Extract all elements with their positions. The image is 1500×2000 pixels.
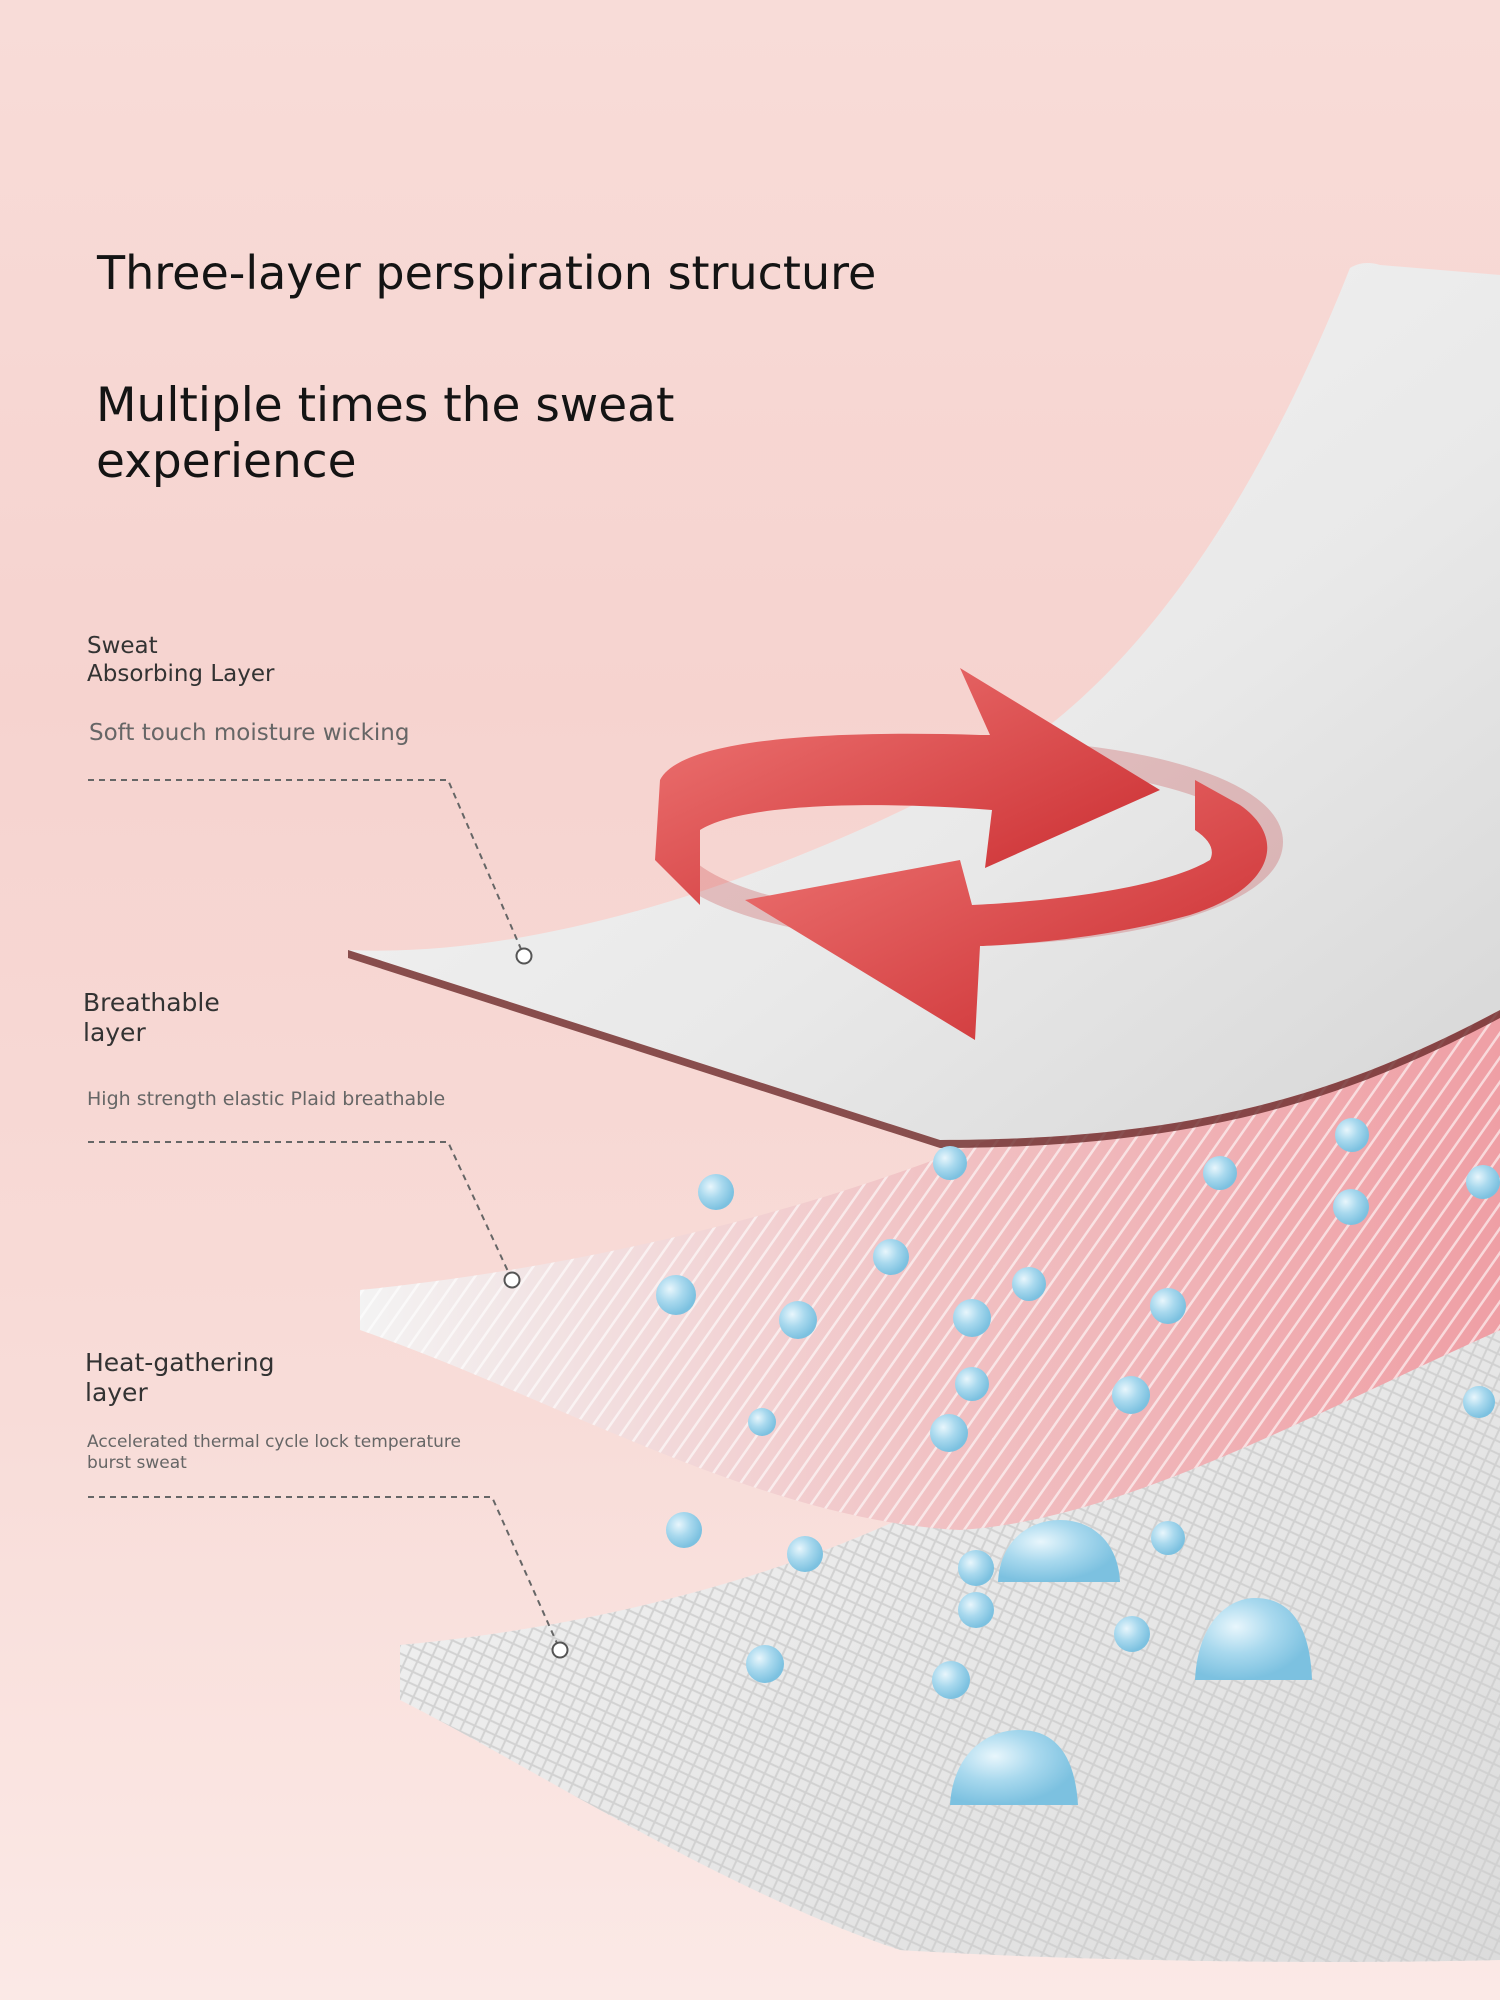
page-title: Three-layer perspiration structure [97, 246, 877, 300]
water-droplet-icon [998, 1520, 1120, 1582]
water-droplet-icon [933, 1146, 967, 1180]
water-droplet-icon [666, 1512, 702, 1548]
water-droplet-icon [930, 1414, 968, 1452]
water-droplet-icon [1012, 1267, 1046, 1301]
water-droplet-icon [1150, 1288, 1186, 1324]
water-droplet-icon [1335, 1118, 1369, 1152]
marker-dot [503, 1271, 521, 1289]
water-droplet-icon [1463, 1386, 1495, 1418]
leader-line-breathable [88, 1141, 513, 1281]
water-droplet-icon [958, 1550, 994, 1586]
layer-desc-heat-gathering: Accelerated thermal cycle lock temperatu… [87, 1432, 461, 1473]
water-droplet-icon [953, 1299, 991, 1337]
water-droplet-icon [656, 1275, 696, 1315]
marker-dot [515, 947, 533, 965]
water-droplet-icon [746, 1645, 784, 1683]
leader-lines [88, 779, 561, 1651]
water-droplet-icon [748, 1408, 776, 1436]
water-droplet-icon [1112, 1376, 1150, 1414]
leader-line-heat [88, 1496, 561, 1651]
layer-desc-sweat-absorbing: Soft touch moisture wicking [89, 720, 410, 746]
water-droplet-icon [779, 1301, 817, 1339]
water-droplets [656, 1118, 1500, 1805]
water-droplet-icon [1195, 1598, 1312, 1680]
water-droplet-icon [955, 1367, 989, 1401]
water-droplet-icon [958, 1592, 994, 1628]
water-droplet-icon [1466, 1165, 1500, 1199]
layer-name-breathable: Breathable layer [83, 988, 220, 1047]
water-droplet-icon [1151, 1521, 1185, 1555]
water-droplet-icon [698, 1174, 734, 1210]
circular-arrows-icon [655, 668, 1283, 1040]
sweat-absorbing-layer-shape [348, 263, 1500, 1141]
page-subtitle: Multiple times the sweat experience [96, 378, 675, 489]
layer-name-heat-gathering: Heat-gathering layer [85, 1348, 275, 1407]
marker-dot [551, 1641, 569, 1659]
leader-line-sweat [88, 779, 525, 957]
water-droplet-icon [1114, 1616, 1150, 1652]
water-droplet-icon [1333, 1189, 1369, 1225]
layer-desc-breathable: High strength elastic Plaid breathable [87, 1088, 446, 1110]
layer-name-sweat-absorbing: Sweat Absorbing Layer [87, 633, 275, 687]
leader-markers [503, 947, 569, 1659]
water-droplet-icon [1203, 1156, 1237, 1190]
water-droplet-icon [873, 1239, 909, 1275]
water-droplet-icon [787, 1536, 823, 1572]
water-droplet-icon [932, 1661, 970, 1699]
water-droplet-icon [950, 1730, 1078, 1805]
